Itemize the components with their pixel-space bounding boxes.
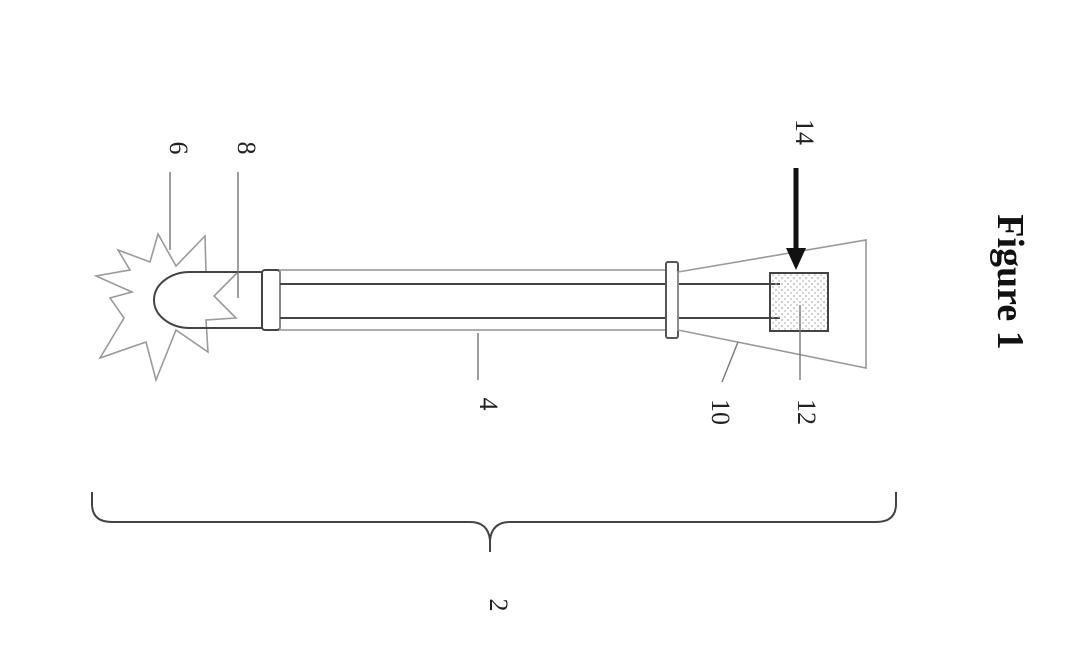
starburst-spark (93, 231, 240, 383)
label-tube: 4 (474, 398, 503, 411)
arrow-head (786, 248, 806, 270)
label-block: 12 (792, 399, 821, 425)
figure-caption: Figure 1 (989, 214, 1031, 349)
brace (91, 492, 897, 552)
leader-funnel (721, 341, 739, 383)
label-arrow: 14 (790, 119, 819, 145)
tip-collar (261, 269, 281, 331)
tube-flange (665, 261, 679, 339)
tube-outer (279, 269, 671, 331)
label-spark: 6 (164, 142, 193, 155)
stippled-block (769, 272, 829, 332)
label-tip: 8 (232, 142, 261, 155)
label-funnel: 10 (706, 399, 735, 425)
rounded-tip (153, 271, 262, 329)
label-overall: 2 (484, 599, 513, 612)
